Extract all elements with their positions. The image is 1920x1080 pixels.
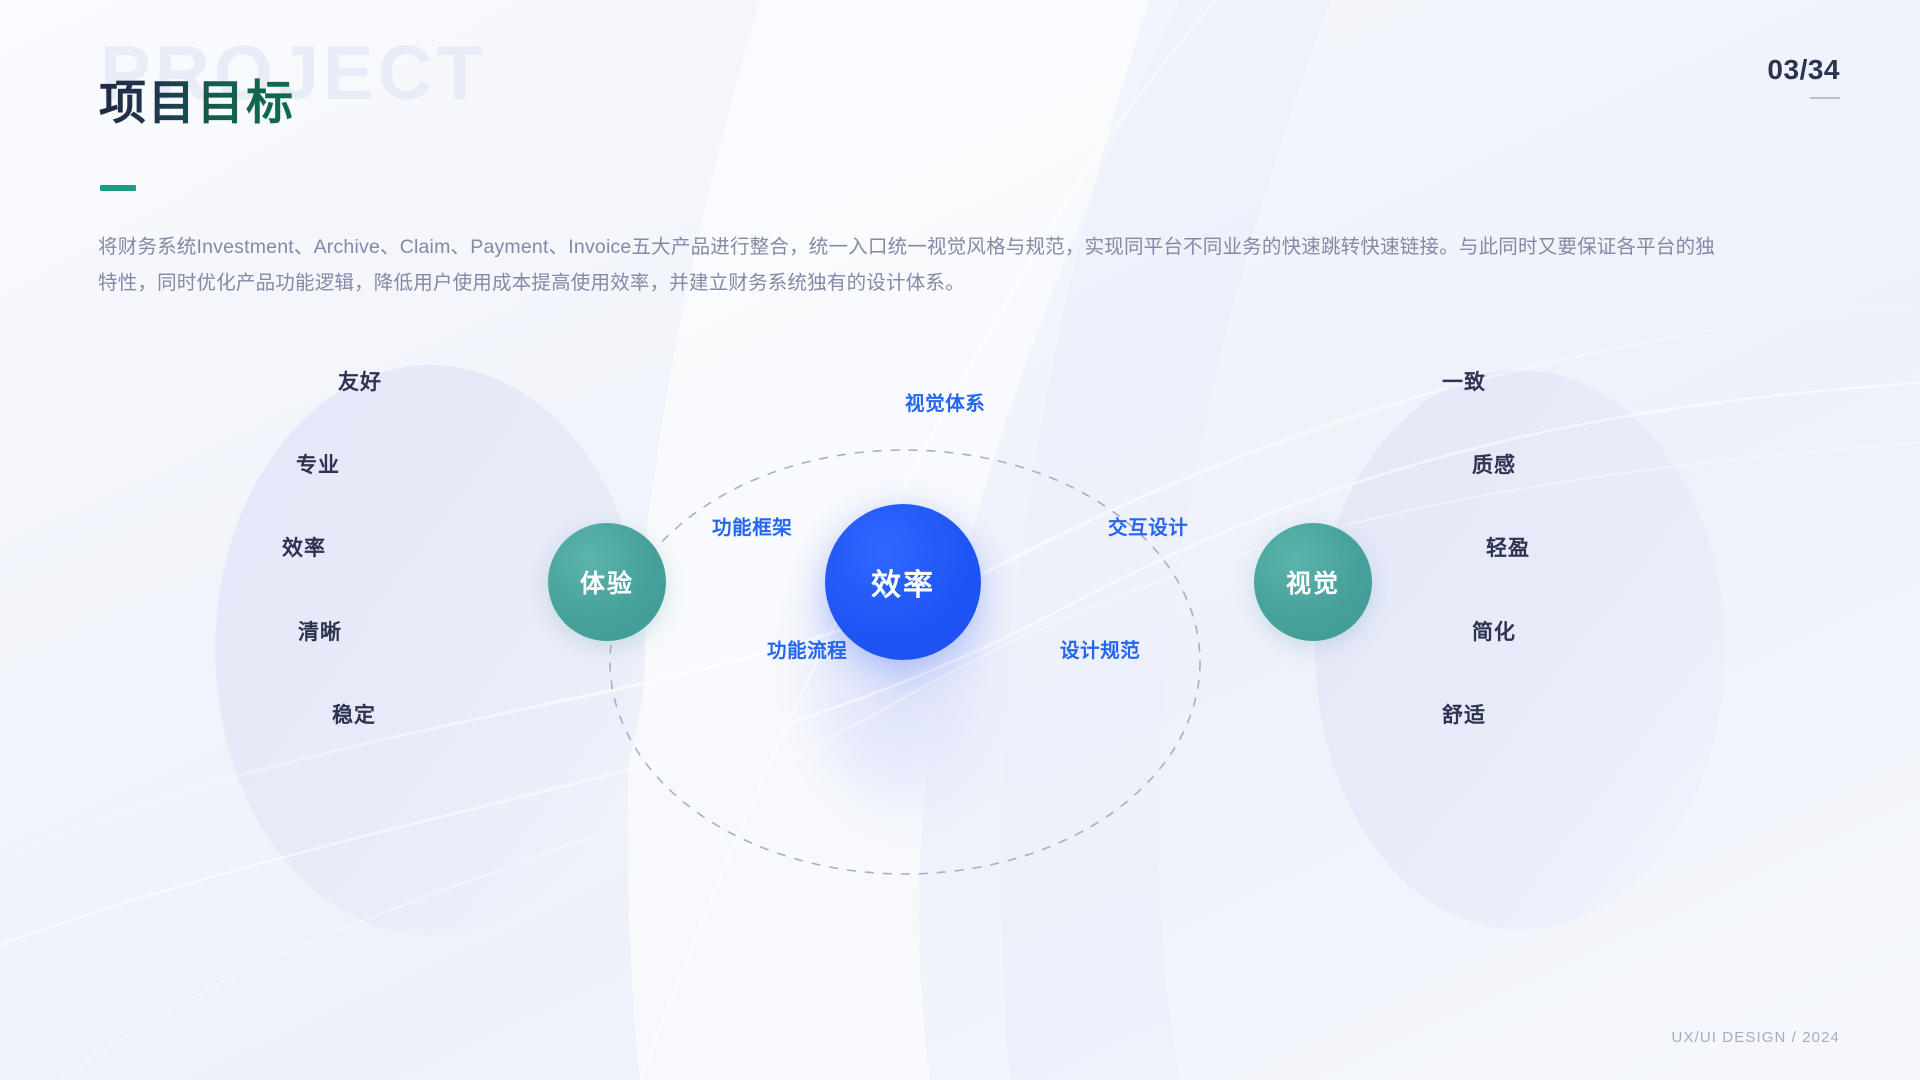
goals-diagram: 友好 专业 效率 清晰 稳定 一致 质感 轻盈 简化 舒适 视觉体系 功能框架 … bbox=[0, 300, 1920, 940]
project-description: 将财务系统Investment、Archive、Claim、Payment、In… bbox=[98, 236, 1715, 294]
watermark-text: PROJECT bbox=[100, 31, 487, 116]
footer-credit: UX/UI DESIGN / 2024 bbox=[1671, 1029, 1840, 1046]
page-number-rule bbox=[1810, 97, 1840, 99]
mid-label-function-framework: 功能框架 bbox=[712, 517, 793, 539]
right-keyword-group: 一致 质感 轻盈 简化 舒适 bbox=[1420, 300, 1650, 940]
node-experience[interactable]: 体验 bbox=[548, 523, 666, 641]
right-keyword-3: 简化 bbox=[1472, 621, 1516, 644]
mid-label-function-flow: 功能流程 bbox=[767, 640, 848, 662]
left-keyword-0: 友好 bbox=[338, 371, 382, 394]
left-keyword-4: 稳定 bbox=[332, 704, 376, 727]
node-efficiency-label: 效率 bbox=[871, 569, 935, 602]
left-keyword-3: 清晰 bbox=[298, 621, 342, 644]
page-number: 03/34 bbox=[1767, 56, 1840, 99]
right-keyword-2: 轻盈 bbox=[1486, 537, 1530, 560]
mid-label-design-spec: 设计规范 bbox=[1060, 640, 1141, 662]
mid-label-interaction-design: 交互设计 bbox=[1108, 517, 1189, 539]
right-keyword-1: 质感 bbox=[1472, 454, 1516, 477]
right-keyword-4: 舒适 bbox=[1442, 704, 1486, 727]
title-accent-rule bbox=[100, 185, 136, 191]
node-experience-label: 体验 bbox=[579, 570, 634, 598]
right-keyword-0: 一致 bbox=[1442, 371, 1486, 394]
node-visual-label: 视觉 bbox=[1285, 570, 1340, 598]
node-visual[interactable]: 视觉 bbox=[1254, 523, 1372, 641]
left-keyword-group: 友好 专业 效率 清晰 稳定 bbox=[280, 300, 510, 940]
node-efficiency[interactable]: 效率 bbox=[825, 504, 981, 660]
page-title: 项目目标 bbox=[99, 76, 295, 129]
left-keyword-2: 效率 bbox=[282, 537, 326, 560]
left-keyword-1: 专业 bbox=[296, 454, 340, 477]
page-number-value: 03/34 bbox=[1767, 54, 1840, 85]
mid-label-visual-system: 视觉体系 bbox=[905, 393, 986, 415]
